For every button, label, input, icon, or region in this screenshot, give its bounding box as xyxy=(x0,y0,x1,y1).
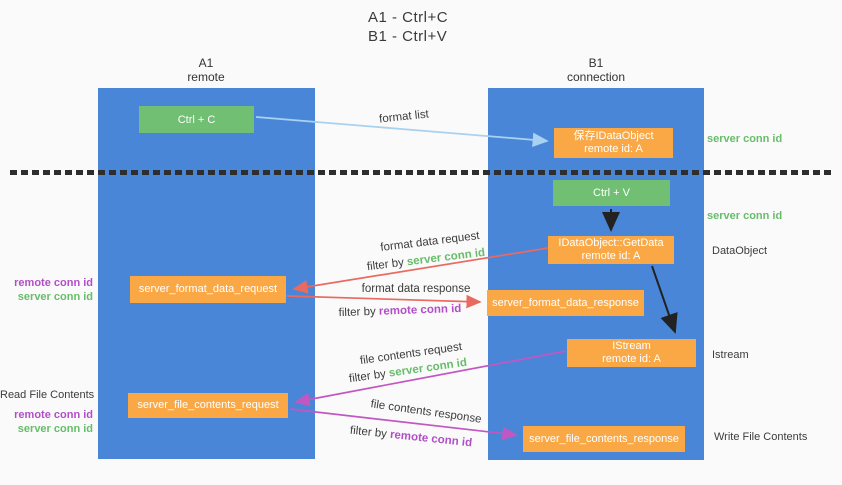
label-format-list: format list xyxy=(378,108,430,126)
filter-remote-conn-id: remote conn id xyxy=(389,428,473,450)
label-remote-conn-id-1: remote conn id xyxy=(14,277,93,289)
label-remote-conn-id-2: remote conn id xyxy=(14,409,93,421)
title-line-1: A1 - Ctrl+C xyxy=(368,9,449,26)
filter-by-prefix: filter by xyxy=(338,305,376,320)
label-server-conn-id-1: server conn id xyxy=(17,291,93,303)
label-filter-by-remote-conn-id-2: filter by remote conn id xyxy=(349,425,472,450)
node-ctrl-c: Ctrl + C xyxy=(139,106,254,133)
filter-server-conn-id: server conn id xyxy=(406,246,486,269)
filter-by-prefix: filter by xyxy=(348,368,387,386)
label-write-file-contents: Write File Contents xyxy=(714,431,808,443)
label-file-contents-response: file contents response xyxy=(369,398,483,426)
label-server-conn-id-2: server conn id xyxy=(17,423,93,435)
lane-header-a1: A1 remote xyxy=(146,56,266,84)
node-save-idataobject-line2: remote id: A xyxy=(584,143,643,155)
lane-a1-name: A1 xyxy=(198,56,214,70)
node-istream-line1: IStream xyxy=(612,340,651,352)
node-getdata-line1: IDataObject::GetData xyxy=(558,237,664,249)
filter-by-prefix: filter by xyxy=(366,256,405,274)
node-server-format-data-response: server_format_data_response xyxy=(487,290,644,316)
label-read-file-contents: Read File Contents xyxy=(0,389,95,401)
lane-a1-sub: remote xyxy=(187,70,225,84)
label-filter-by-remote-conn-id-1: filter by remote conn id xyxy=(338,303,461,319)
filter-by-prefix: filter by xyxy=(349,424,388,441)
node-server-file-contents-request: server_file_contents_request xyxy=(128,393,288,418)
label-format-data-response: format data response xyxy=(361,283,471,295)
node-getdata-line2: remote id: A xyxy=(581,250,641,262)
node-ctrl-v: Ctrl + V xyxy=(553,180,670,206)
lane-header-b1: B1 connection xyxy=(536,56,656,84)
label-dataobject: DataObject xyxy=(712,245,768,257)
diagram-title: A1 - Ctrl+C B1 - Ctrl+V xyxy=(368,8,448,46)
arrow-format-data-response xyxy=(286,294,482,309)
node-save-idataobject: 保存IDataObject remote id: A xyxy=(554,128,673,158)
node-idataobject-getdata: IDataObject::GetData remote id: A xyxy=(548,236,674,264)
filter-remote-conn-id: remote conn id xyxy=(378,302,462,318)
label-istream: Istream xyxy=(712,349,749,361)
label-server-conn-id-mid: server conn id xyxy=(707,210,783,222)
session-divider-dotted-line xyxy=(10,170,834,175)
lane-b1-sub: connection xyxy=(566,70,626,84)
lane-b1-name: B1 xyxy=(588,56,604,70)
node-server-format-data-request: server_format_data_request xyxy=(130,276,286,303)
node-save-idataobject-line1: 保存IDataObject xyxy=(573,130,654,142)
node-istream-line2: remote id: A xyxy=(602,353,661,365)
label-server-conn-id-top: server conn id xyxy=(707,133,783,145)
title-line-2: B1 - Ctrl+V xyxy=(368,28,448,45)
node-istream: IStream remote id: A xyxy=(567,339,696,367)
node-server-file-contents-response: server_file_contents_response xyxy=(523,426,685,452)
